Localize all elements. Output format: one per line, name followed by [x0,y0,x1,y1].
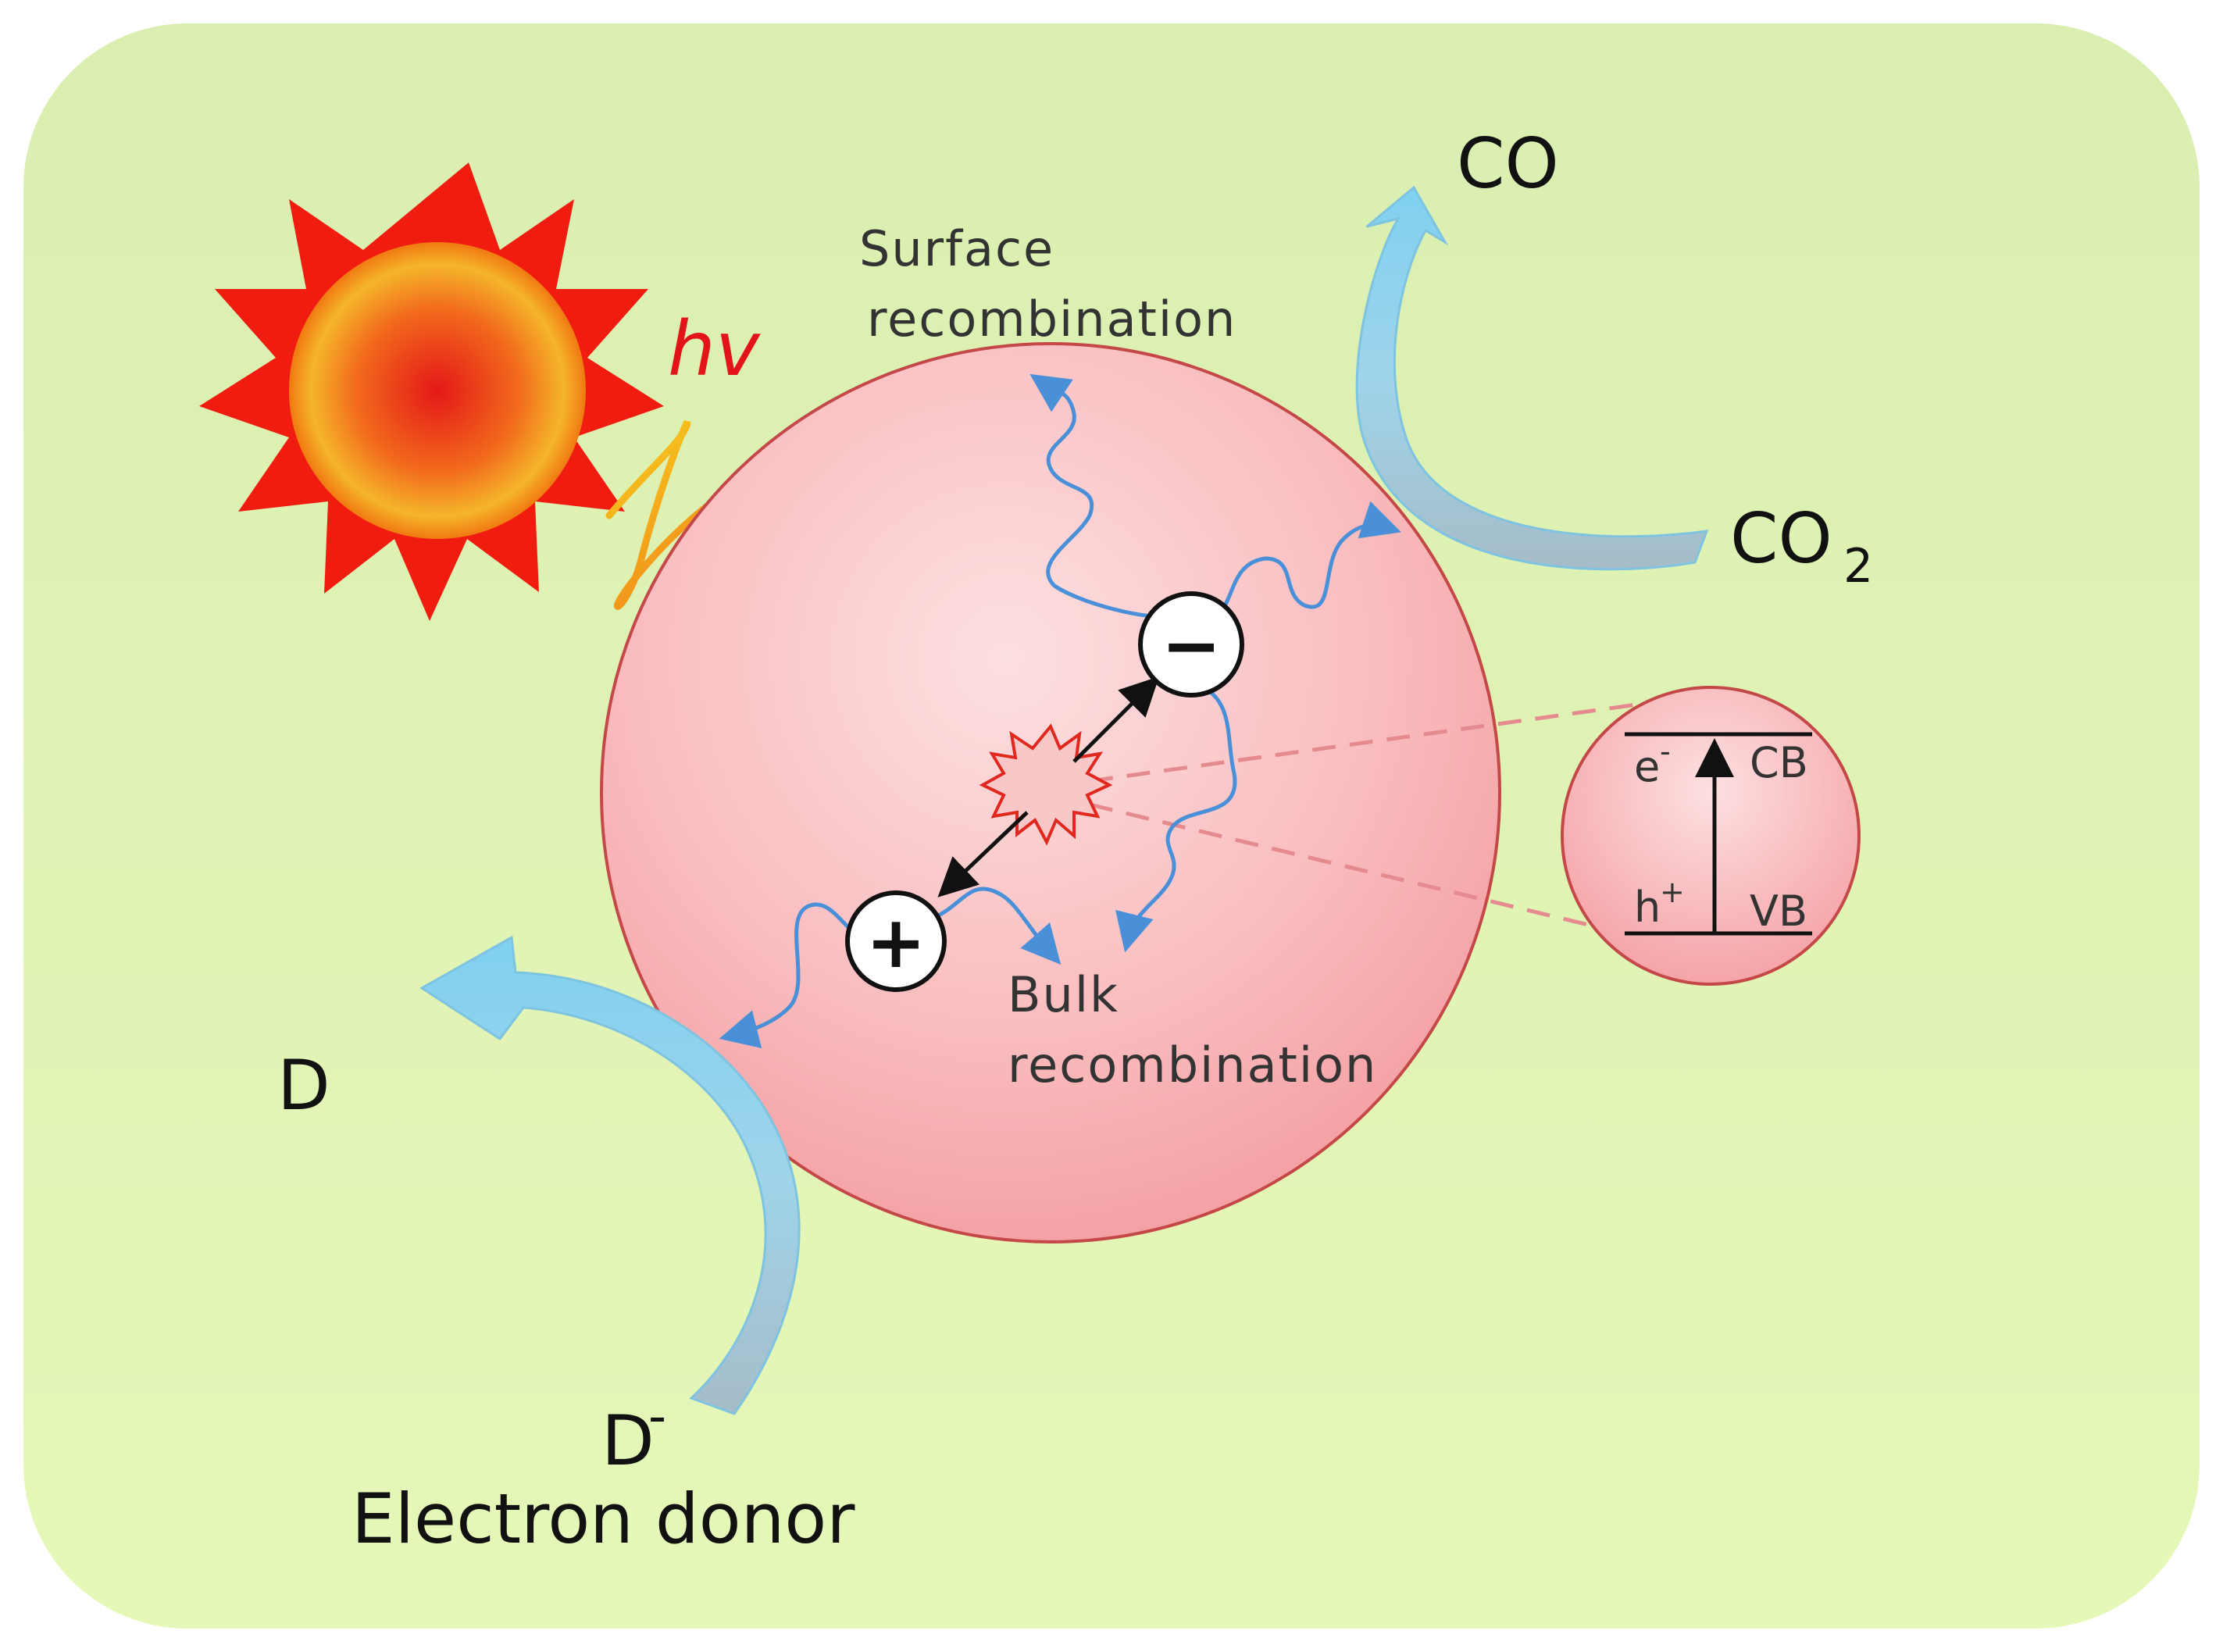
hole-to-bulk-path [932,887,1062,965]
svg-text:recombination: recombination [1008,1037,1377,1094]
co-label: CO [1457,123,1559,204]
bulk-recombination-electron-path [1115,685,1237,953]
donor-oxidation-arrow [419,935,801,1415]
zoom-line-lower [1089,802,1641,940]
svg-text:2: 2 [1843,539,1873,594]
sun-icon [199,162,664,621]
svg-text:h: h [1634,883,1661,932]
co2-reduction-arrow [1355,185,1709,571]
svg-text:D: D [601,1400,655,1481]
valence-band-label: VB [1750,887,1807,936]
svg-text:−: − [1161,604,1221,687]
bulk-recombination-label: Bulk recombination [1008,966,1377,1094]
electron-symbol: − [1138,591,1244,698]
surface-recombination-label: Surface recombination [859,220,1236,348]
svg-text:+: + [865,901,926,984]
hole-symbol: + [845,890,947,992]
svg-text:recombination: recombination [867,291,1236,348]
donor-oxidized-label: D [277,1045,330,1126]
excitation-star [979,723,1113,846]
svg-text:+: + [1660,875,1685,909]
electron-to-surface-path [1220,501,1401,611]
conduction-band-label: CB [1750,738,1808,787]
electron-donor-caption: Electron donor [351,1479,855,1559]
svg-text:-: - [648,1388,666,1446]
surface-recombination-path [1029,373,1169,619]
inset-electron-label: e - [1634,734,1671,791]
co2-label: CO 2 [1730,498,1873,594]
zoom-line-upper [1089,701,1649,783]
donor-reduced-label: D - [601,1388,666,1481]
inset-hole-label: h + [1634,875,1685,932]
svg-text:Surface: Surface [859,220,1054,277]
electron-separation-arrow [1072,676,1160,763]
hole-to-surface-path [719,902,857,1048]
svg-text:-: - [1660,734,1671,769]
photon-label: hv [668,305,761,393]
band-diagram-inset: e - h + CB VB [1561,686,1861,986]
svg-text:Bulk: Bulk [1008,966,1119,1023]
hole-separation-arrow [937,811,1029,897]
svg-text:CO: CO [1730,498,1832,579]
svg-text:e: e [1634,742,1660,791]
